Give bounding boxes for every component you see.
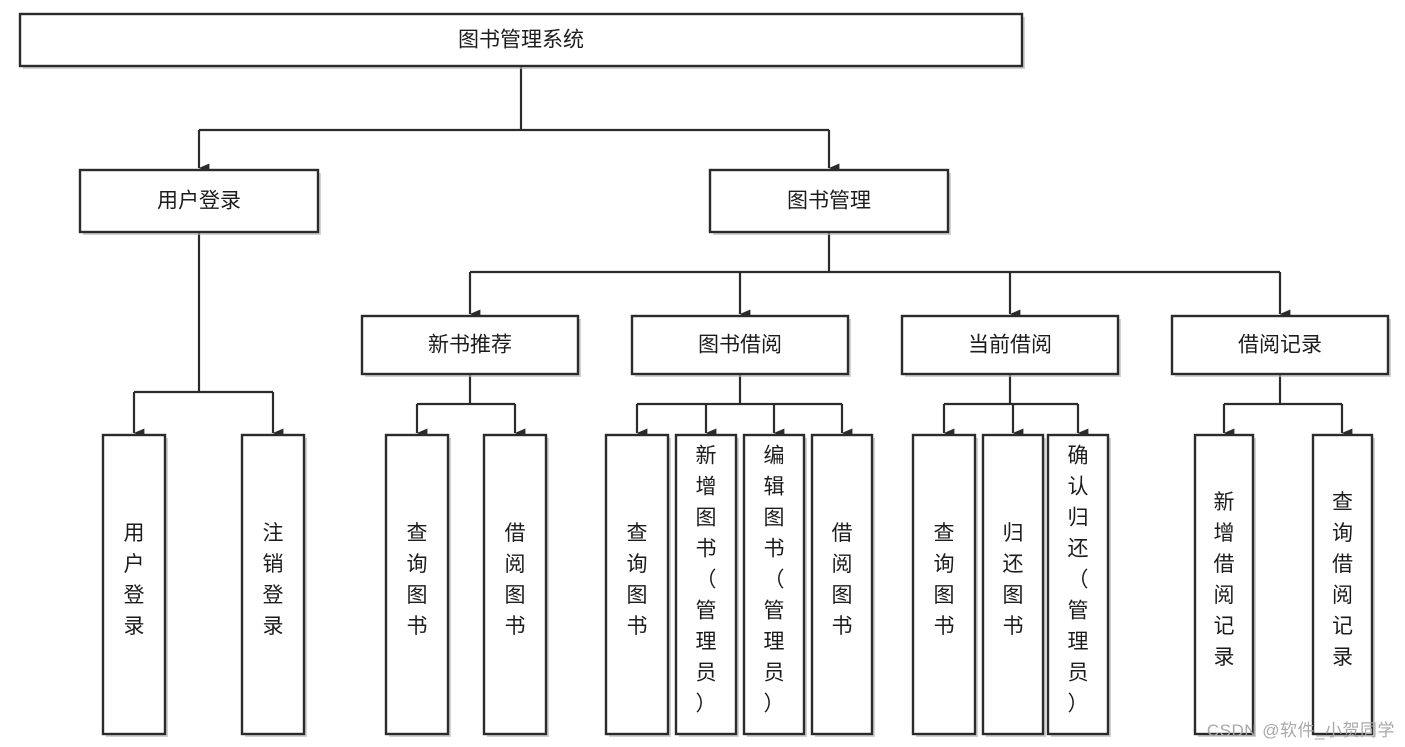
node-layer: 图书管理系统用户登录图书管理新书推荐图书借阅当前借阅借阅记录用户登录注销登录查询… [18, 12, 1391, 737]
node-box-leaf-query-book-current[interactable] [911, 433, 977, 736]
node-box-leaf-query-book-recommend[interactable] [384, 433, 450, 736]
connector-layer [132, 66, 1353, 438]
node-label-leaf-borrow-book-recommend: 借阅图书 [505, 522, 526, 638]
node-label-leaf-confirm-return-admin: 确认归还（管理员） [1068, 445, 1089, 716]
node-box-new-book-recommend[interactable] [360, 314, 580, 376]
node-box-user-login[interactable] [78, 168, 320, 234]
node-label-book-borrow: 图书借阅 [698, 334, 782, 357]
node-label-leaf-add-borrow-record: 新增借阅记录 [1214, 491, 1235, 669]
node-leaf-query-book-borrow[interactable]: 查询图书 [604, 433, 671, 737]
node-label-leaf-edit-book-admin: 编辑图书（管理员） [764, 445, 785, 716]
node-leaf-user-login[interactable]: 用户登录 [101, 433, 168, 737]
node-leaf-borrow-book[interactable]: 借阅图书 [810, 433, 875, 737]
node-leaf-return-book[interactable]: 归还图书 [981, 433, 1046, 737]
connector-book-borrow-to-leaves [635, 374, 853, 438]
connector-user-login-to-leaves [132, 232, 284, 438]
node-box-root[interactable] [18, 12, 1024, 68]
node-root[interactable]: 图书管理系统 [18, 12, 1025, 69]
node-leaf-edit-book-admin[interactable]: 编辑图书（管理员） [742, 433, 807, 737]
connector-root-to-level2 [197, 66, 840, 173]
node-label-leaf-query-book-recommend: 查询图书 [407, 522, 428, 638]
node-leaf-add-book-admin[interactable]: 新增图书（管理员） [674, 433, 739, 737]
node-label-leaf-add-book-admin: 新增图书（管理员） [696, 445, 717, 716]
node-box-leaf-return-book[interactable] [981, 433, 1045, 736]
node-book-borrow[interactable]: 图书借阅 [630, 314, 851, 377]
connector-current-borrow-to-leaves [942, 374, 1089, 438]
node-label-leaf-borrow-book: 借阅图书 [832, 522, 853, 638]
node-label-leaf-logout-login: 注销登录 [263, 522, 284, 638]
node-leaf-query-book-recommend[interactable]: 查询图书 [384, 433, 451, 737]
node-label-borrow-record: 借阅记录 [1238, 334, 1322, 357]
node-leaf-query-book-current[interactable]: 查询图书 [911, 433, 978, 737]
node-box-leaf-logout-login[interactable] [240, 433, 306, 736]
node-box-book-management[interactable] [708, 168, 950, 234]
node-box-leaf-add-borrow-record[interactable] [1193, 433, 1255, 736]
node-label-root: 图书管理系统 [458, 29, 584, 52]
node-leaf-query-borrow-record[interactable]: 查询借阅记录 [1311, 433, 1375, 737]
connector-book-management-to-level3 [468, 232, 1291, 319]
connector-new-book-recommend-to-leaves [415, 374, 526, 438]
node-user-login[interactable]: 用户登录 [78, 168, 321, 235]
node-box-leaf-query-borrow-record[interactable] [1311, 433, 1374, 736]
node-leaf-add-borrow-record[interactable]: 新增借阅记录 [1193, 433, 1256, 737]
node-box-leaf-user-login[interactable] [101, 433, 167, 736]
node-label-book-management: 图书管理 [787, 190, 871, 213]
node-box-leaf-edit-book-admin[interactable] [742, 433, 806, 736]
node-box-current-borrow[interactable] [900, 314, 1120, 376]
node-leaf-borrow-book-recommend[interactable]: 借阅图书 [482, 433, 549, 737]
node-box-leaf-borrow-book[interactable] [810, 433, 874, 736]
node-label-current-borrow: 当前借阅 [968, 334, 1052, 357]
node-leaf-logout-login[interactable]: 注销登录 [240, 433, 307, 737]
connector-borrow-record-to-leaves [1222, 374, 1353, 438]
node-box-leaf-add-book-admin[interactable] [674, 433, 738, 736]
node-label-leaf-return-book: 归还图书 [1003, 522, 1024, 638]
node-box-book-borrow[interactable] [630, 314, 850, 376]
node-box-borrow-record[interactable] [1170, 314, 1390, 376]
node-current-borrow[interactable]: 当前借阅 [900, 314, 1121, 377]
node-label-user-login: 用户登录 [157, 190, 241, 213]
node-borrow-record[interactable]: 借阅记录 [1170, 314, 1391, 377]
node-label-leaf-query-borrow-record: 查询借阅记录 [1332, 491, 1353, 669]
node-box-leaf-confirm-return-admin[interactable] [1046, 433, 1110, 736]
node-label-leaf-user-login: 用户登录 [124, 522, 145, 638]
node-label-leaf-query-book-borrow: 查询图书 [627, 522, 648, 638]
node-label-new-book-recommend: 新书推荐 [428, 334, 512, 357]
node-new-book-recommend[interactable]: 新书推荐 [360, 314, 581, 377]
node-box-leaf-borrow-book-recommend[interactable] [482, 433, 548, 736]
node-label-leaf-query-book-current: 查询图书 [934, 522, 955, 638]
node-leaf-confirm-return-admin[interactable]: 确认归还（管理员） [1046, 433, 1111, 737]
node-book-management[interactable]: 图书管理 [708, 168, 951, 235]
node-box-leaf-query-book-borrow[interactable] [604, 433, 670, 736]
